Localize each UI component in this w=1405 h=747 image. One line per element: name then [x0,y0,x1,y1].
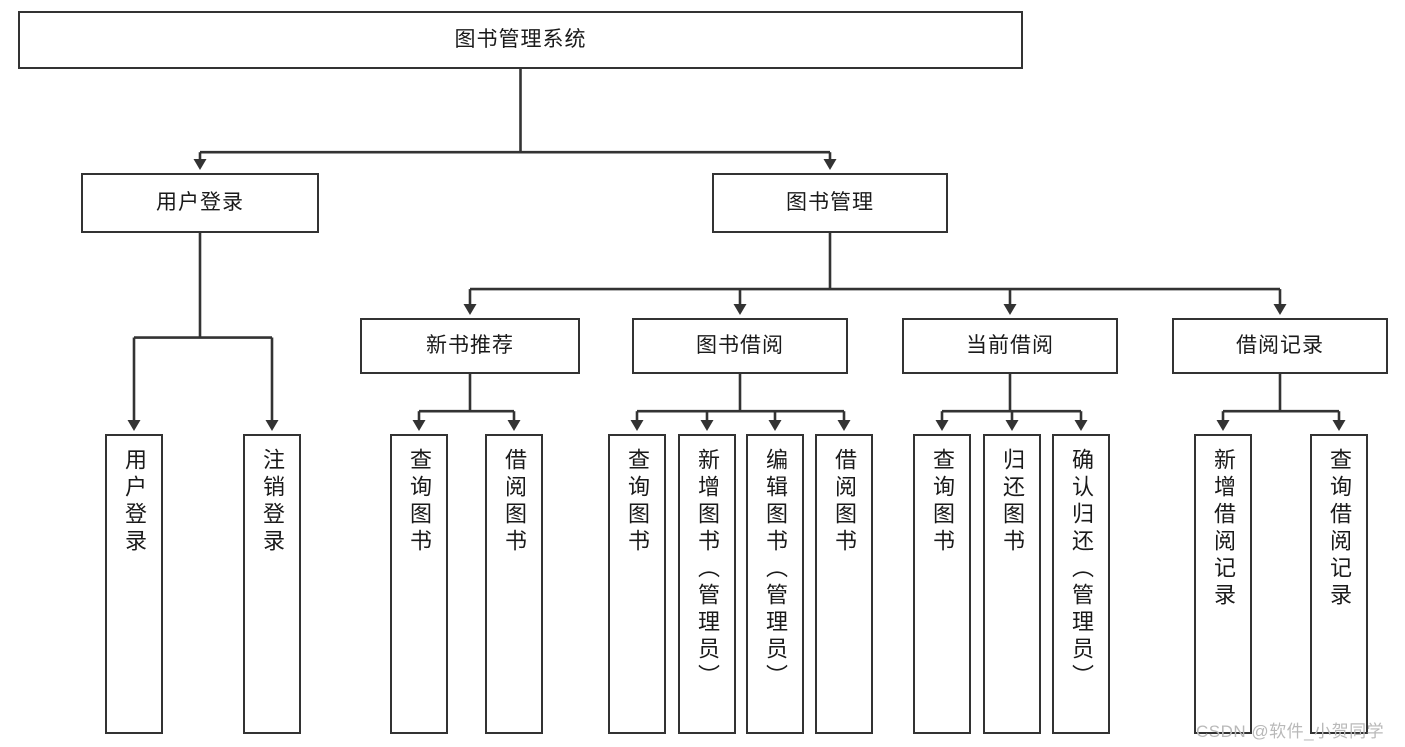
node-leaf-borrow-book-2-label: 借阅图书 [832,448,857,556]
node-leaf-borrow-book-1[interactable]: 借阅图书 [485,434,543,734]
node-current-borrow-label: 当前借阅 [966,333,1054,357]
node-leaf-return-book-label: 归还图书 [1000,448,1025,556]
node-root-label: 图书管理系统 [454,27,587,51]
node-book-manage[interactable]: 图书管理 [712,173,948,233]
node-leaf-add-record-label: 新增借阅记录 [1211,448,1236,610]
node-leaf-confirm-return-label: 确认归还（管理员） [1069,448,1094,691]
node-book-borrow[interactable]: 图书借阅 [632,318,848,374]
node-leaf-borrow-book-1-label: 借阅图书 [502,448,527,556]
node-leaf-query-book-3[interactable]: 查询图书 [913,434,971,734]
node-leaf-user-login[interactable]: 用户登录 [105,434,163,734]
node-leaf-query-book-2-label: 查询图书 [625,448,650,556]
node-user-login[interactable]: 用户登录 [81,173,319,233]
node-borrow-record-label: 借阅记录 [1236,333,1324,357]
node-new-book-rec-label: 新书推荐 [426,333,514,357]
node-leaf-query-record[interactable]: 查询借阅记录 [1310,434,1368,734]
node-leaf-logout[interactable]: 注销登录 [243,434,301,734]
node-user-login-label: 用户登录 [156,190,244,214]
node-leaf-query-book-3-label: 查询图书 [930,448,955,556]
node-leaf-edit-book[interactable]: 编辑图书（管理员） [746,434,804,734]
node-leaf-query-book-1[interactable]: 查询图书 [390,434,448,734]
node-leaf-edit-book-label: 编辑图书（管理员） [763,448,788,691]
node-leaf-add-record[interactable]: 新增借阅记录 [1194,434,1252,734]
node-leaf-query-book-1-label: 查询图书 [407,448,432,556]
node-leaf-query-record-label: 查询借阅记录 [1327,448,1352,610]
node-leaf-return-book[interactable]: 归还图书 [983,434,1041,734]
node-leaf-confirm-return[interactable]: 确认归还（管理员） [1052,434,1110,734]
csdn-watermark: CSDN @软件_小贺同学 [1196,722,1385,741]
node-borrow-record[interactable]: 借阅记录 [1172,318,1388,374]
node-leaf-borrow-book-2[interactable]: 借阅图书 [815,434,873,734]
node-root[interactable]: 图书管理系统 [18,11,1023,69]
node-leaf-logout-label: 注销登录 [260,448,285,556]
node-leaf-user-login-label: 用户登录 [122,448,147,556]
node-book-manage-label: 图书管理 [786,190,874,214]
node-new-book-rec[interactable]: 新书推荐 [360,318,580,374]
node-book-borrow-label: 图书借阅 [696,333,784,357]
node-current-borrow[interactable]: 当前借阅 [902,318,1118,374]
node-leaf-add-book[interactable]: 新增图书（管理员） [678,434,736,734]
node-leaf-query-book-2[interactable]: 查询图书 [608,434,666,734]
node-leaf-add-book-label: 新增图书（管理员） [695,448,720,691]
